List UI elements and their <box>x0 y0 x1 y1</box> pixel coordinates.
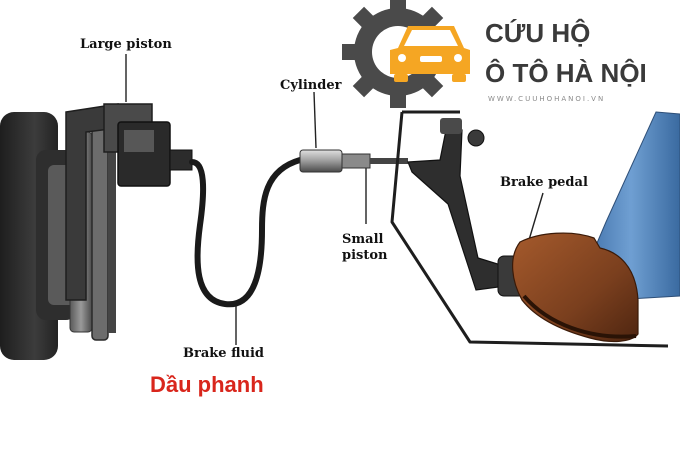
label-cylinder: Cylinder <box>280 78 342 93</box>
label-small-piston-line2: piston <box>342 248 388 263</box>
logo-url: WWW.CUUHOHANOI.VN <box>488 95 606 103</box>
pedal-frame <box>390 110 669 348</box>
logo-title-line2: Ô TÔ HÀ NỘI <box>485 58 647 88</box>
pointer-lines <box>125 54 544 345</box>
gear-car-logo-icon <box>342 0 470 108</box>
label-large-piston: Large piston <box>80 37 172 52</box>
master-cylinder <box>299 149 408 173</box>
logo-title-line1: CỨU HỘ <box>485 18 591 48</box>
label-brake-fluid: Brake fluid <box>183 346 264 361</box>
brake-pedal-arm <box>407 118 527 297</box>
label-brake-pedal: Brake pedal <box>500 175 588 190</box>
brake-caliper <box>65 103 193 301</box>
label-dau-phanh: Dầu phanh <box>150 372 264 397</box>
brake-hose <box>189 157 303 308</box>
label-small-piston-line1: Small <box>342 232 384 247</box>
car-icon <box>390 26 470 82</box>
